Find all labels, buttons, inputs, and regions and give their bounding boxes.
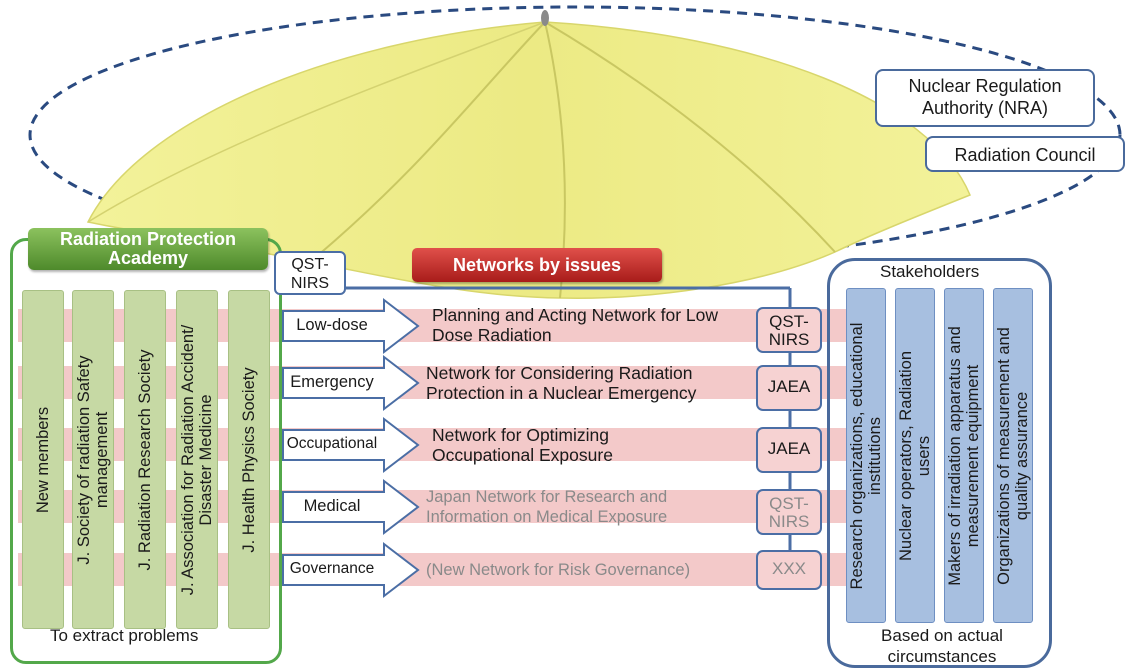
network-governance: (New Network for Risk Governance) — [426, 561, 691, 579]
network-occupational: Network for Optimizing Occupational Expo… — [432, 425, 613, 465]
actual-circumstances-label: Based on actual circumstances — [881, 626, 1003, 666]
stakeholder-measurement-orgs: Organizations of measurement and quality… — [993, 288, 1033, 623]
coordinator-box: QST-NIRS — [274, 251, 346, 295]
society-new-members: New members — [22, 290, 64, 629]
org-emergency: JAEA — [756, 365, 822, 411]
stakeholder-label: Makers of irradiation apparatus and meas… — [946, 325, 982, 586]
society-health-physics: J. Health Physics Society — [228, 290, 270, 629]
tag-governance: Governance — [289, 560, 375, 577]
radiation-council-box: Radiation Council — [925, 136, 1125, 172]
tag-emergency: Emergency — [290, 373, 374, 391]
arrow-medical — [282, 478, 420, 536]
academy-title: Radiation Protection Academy — [28, 228, 268, 270]
arrow-low-dose — [282, 297, 420, 355]
nra-label: Nuclear Regulation Authority (NRA) — [908, 76, 1062, 118]
society-accident-medicine: J. Association for Radiation Accident/ D… — [176, 290, 218, 629]
tag-occupational: Occupational — [286, 435, 378, 452]
stakeholder-label: Nuclear operators, Radiation users — [897, 350, 933, 561]
extract-problems-label: To extract problems — [50, 626, 199, 645]
stakeholder-operators: Nuclear operators, Radiation users — [895, 288, 935, 623]
stakeholders-frame — [827, 258, 1052, 668]
org-low-dose: QST-NIRS — [756, 307, 822, 353]
stakeholder-label: Organizations of measurement and quality… — [995, 326, 1031, 585]
stakeholder-makers: Makers of irradiation apparatus and meas… — [944, 288, 984, 623]
arrow-occupational — [282, 416, 420, 474]
networks-title: Networks by issues — [412, 248, 662, 282]
coordinator-label: QST-NIRS — [290, 256, 330, 292]
nra-box: Nuclear Regulation Authority (NRA) — [875, 69, 1095, 127]
tag-medical: Medical — [303, 497, 361, 515]
arrow-emergency — [282, 354, 420, 412]
tag-low-dose: Low-dose — [296, 316, 368, 334]
network-low-dose: Planning and Acting Network for Low Dose… — [432, 305, 718, 345]
umbrella-tip — [541, 10, 549, 26]
org-medical: QST-NIRS — [756, 489, 822, 535]
network-emergency: Network for Considering Radiation Protec… — [426, 363, 697, 403]
society-radiation-research: J. Radiation Research Society — [124, 290, 166, 629]
network-medical: Japan Network for Research and Informati… — [426, 488, 668, 526]
stakeholder-research: Research organizations, educational inst… — [846, 288, 886, 623]
radiation-council-label: Radiation Council — [954, 145, 1096, 165]
stakeholders-title: Stakeholders — [880, 262, 980, 281]
org-occupational: JAEA — [756, 427, 822, 473]
society-radiation-safety: J. Society of radiation Safety managemen… — [72, 290, 114, 629]
stakeholder-label: Research organizations, educational inst… — [848, 322, 884, 589]
org-governance: XXX — [756, 550, 822, 590]
arrow-governance — [282, 541, 420, 599]
